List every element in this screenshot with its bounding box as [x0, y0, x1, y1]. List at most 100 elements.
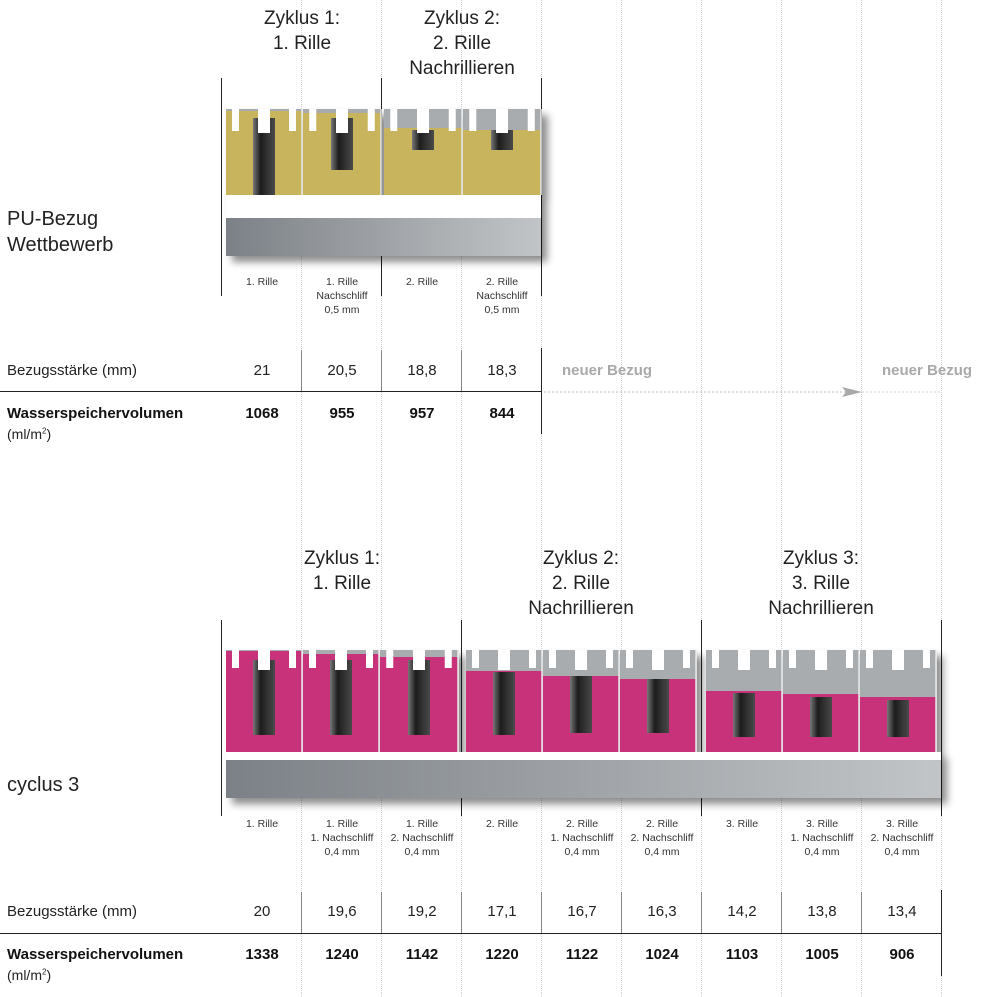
caption-line: Nachschliff [476, 290, 528, 302]
top-thickness-label: Bezugsstärke (mm) [7, 362, 138, 379]
thickness-value: 16,7 [567, 903, 597, 920]
caption-line: 1. Rille [325, 818, 359, 830]
groove-notch [529, 650, 536, 668]
caption-line: 2. Rille [645, 818, 679, 830]
bottom-bracket-left [221, 620, 222, 816]
column-caption: 1. Rille [222, 275, 302, 289]
column-guide-line [941, 0, 942, 997]
bottom-side-label: cyclus 3 [7, 774, 80, 796]
caption-line: 1. Nachschliff [550, 832, 614, 844]
thickness-value: 17,1 [487, 903, 517, 920]
volume-value: 1240 [325, 946, 359, 963]
caption-line: 0,5 mm [324, 304, 360, 316]
table-divider [461, 892, 462, 934]
table-divider [781, 892, 782, 934]
groove-notch [289, 650, 296, 668]
column-caption: 2. Rille [462, 817, 542, 831]
caption-line: 2. Rille [485, 276, 519, 288]
volume-value: 957 [409, 405, 435, 422]
main-groove [330, 660, 352, 735]
caption-line: 2. Rille [485, 818, 519, 830]
bottom-cycle2-heading: Zyklus 2: 2. Rille Nachrillieren [528, 548, 634, 619]
thickness-value: 14,2 [727, 903, 757, 920]
bottom-cycle1-heading: Zyklus 1: 1. Rille [303, 548, 381, 594]
caption-line: 0,4 mm [404, 846, 440, 858]
table-divider [301, 892, 302, 934]
groove-notch [866, 650, 873, 668]
volume-value: 1005 [805, 946, 839, 963]
top-table-divider [461, 350, 462, 392]
column-caption: 2. Rille [382, 275, 462, 289]
column-guide-line [701, 0, 702, 997]
column-caption: 3. Rille 1. Nachschliff 0,4 mm [782, 817, 862, 859]
caption-line: 2. Nachschliff [390, 832, 454, 844]
groove-notch [366, 650, 373, 668]
main-groove [647, 679, 669, 733]
thickness-value: 18,8 [407, 362, 437, 379]
column-guide-line [861, 0, 862, 997]
bottom-bracket-right [941, 620, 942, 816]
top-table-rule [0, 391, 542, 392]
caption-line: Nachschliff [316, 290, 368, 302]
main-groove [408, 660, 430, 735]
caption-line: 3. Rille [885, 818, 919, 830]
caption-line: 2. Rille [405, 276, 439, 288]
volume-value: 1068 [245, 405, 279, 422]
groove-slot [496, 109, 508, 133]
column-guide-line [541, 0, 542, 997]
volume-value: 1338 [245, 946, 279, 963]
column-caption: 3. Rille [702, 817, 782, 831]
groove-notch [683, 650, 690, 668]
caption-line: 0,4 mm [884, 846, 920, 858]
thickness-value: 16,3 [647, 903, 677, 920]
top-volume-unit: (ml/m2) [7, 426, 52, 442]
caption-line: 1. Rille [245, 276, 279, 288]
groove-slot [498, 650, 510, 670]
volume-value: 844 [489, 405, 515, 422]
thickness-value: 13,4 [887, 903, 917, 920]
main-groove [491, 130, 513, 150]
volume-value: 1142 [405, 946, 439, 963]
roll-group [226, 109, 542, 256]
caption-line: 0,4 mm [564, 846, 600, 858]
main-groove [570, 676, 592, 733]
volume-value: 1103 [725, 946, 759, 963]
caption-line: 2. Rille [565, 818, 599, 830]
bottom-table-rule [0, 933, 942, 934]
table-divider [541, 892, 542, 934]
groove-notch [769, 650, 776, 668]
volume-value: 1220 [485, 946, 519, 963]
roll-core [226, 760, 941, 798]
groove-slot [652, 650, 664, 670]
caption-line: 0,4 mm [804, 846, 840, 858]
new-cover-label-1: neuer Bezug [562, 362, 653, 379]
groove-notch [846, 650, 853, 668]
groove-notch [549, 650, 556, 668]
thickness-value: 19,6 [327, 903, 357, 920]
main-groove [733, 693, 755, 737]
caption-line: 3. Rille [805, 818, 839, 830]
groove-slot [335, 650, 347, 670]
caption-line: 1. Nachschliff [790, 832, 854, 844]
groove-notch [309, 109, 317, 131]
groove-notch [390, 109, 398, 131]
main-groove [253, 660, 275, 735]
thickness-value: 20,5 [327, 362, 357, 379]
groove-notch [232, 650, 239, 668]
column-guide-line [621, 0, 622, 997]
bottom-volume-unit: (ml/m2) [7, 967, 52, 983]
caption-line: 2. Nachschliff [630, 832, 694, 844]
groove-notch [444, 650, 452, 668]
groove-slot [417, 109, 429, 133]
bottom-thickness-label: Bezugsstärke (mm) [7, 903, 138, 920]
groove-slot [575, 650, 587, 670]
table-divider [861, 892, 862, 934]
groove-notch [789, 650, 796, 668]
thickness-value: 18,3 [487, 362, 517, 379]
thickness-value: 19,2 [407, 903, 437, 920]
top-cycle1-heading: Zyklus 1: 1. Rille [263, 8, 341, 54]
